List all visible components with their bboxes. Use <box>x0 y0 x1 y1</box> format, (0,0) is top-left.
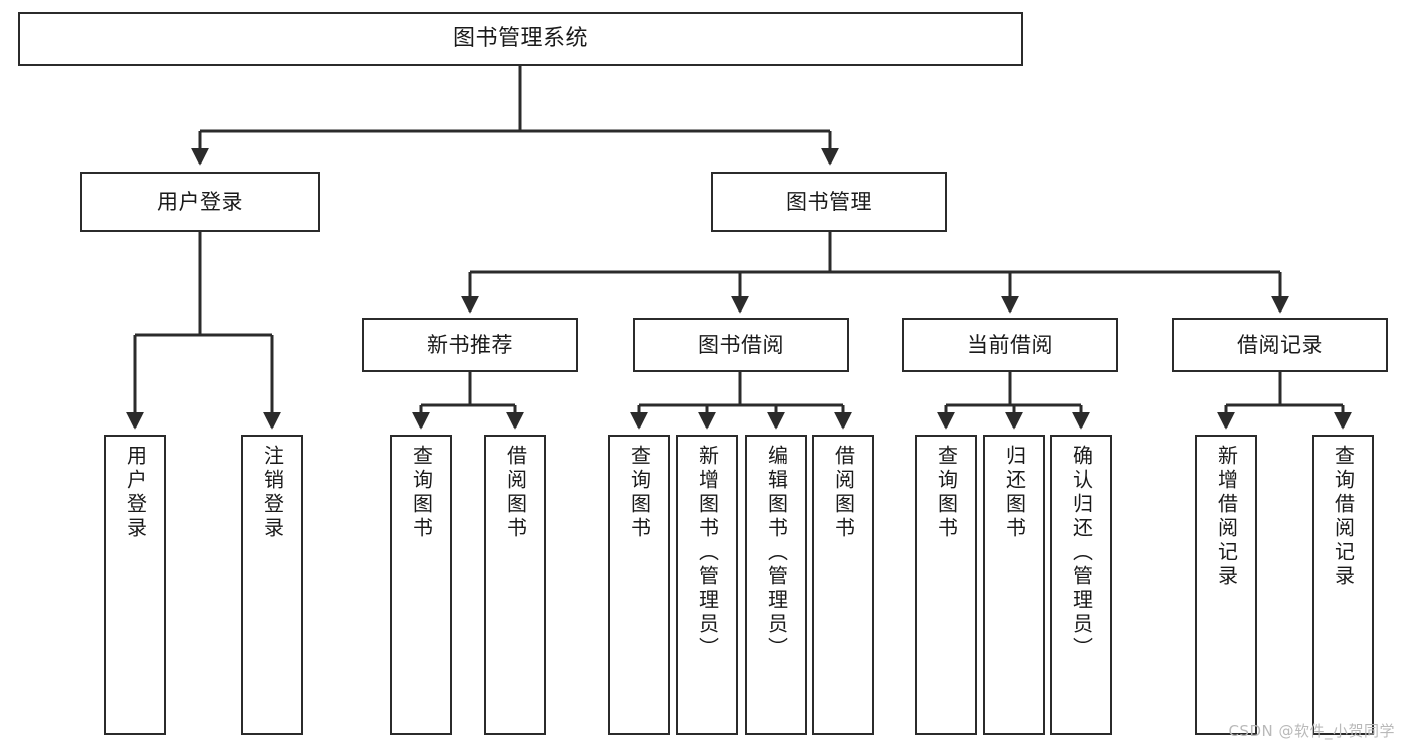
leaf-borrow-add-book-admin[interactable]: 新增图书（管理员） <box>676 435 738 735</box>
leaf-borrow-edit-book-admin[interactable]: 编辑图书（管理员） <box>745 435 807 735</box>
leaf-recommend-query-book[interactable]: 查询图书 <box>390 435 452 735</box>
leaf-user-login-login[interactable]: 用户登录 <box>104 435 166 735</box>
node-label: 查询图书 <box>409 445 434 541</box>
node-book-management[interactable]: 图书管理 <box>711 172 947 232</box>
node-label: 借阅图书 <box>503 445 528 541</box>
node-label: 归还图书 <box>1002 445 1027 541</box>
leaf-current-query-book[interactable]: 查询图书 <box>915 435 977 735</box>
node-label: 借阅记录 <box>1237 332 1323 357</box>
leaf-record-add-record[interactable]: 新增借阅记录 <box>1195 435 1257 735</box>
leaf-user-login-logout[interactable]: 注销登录 <box>241 435 303 735</box>
node-label: 用户登录 <box>157 189 243 214</box>
node-label: 新增借阅记录 <box>1214 445 1239 589</box>
node-current-borrow[interactable]: 当前借阅 <box>902 318 1118 372</box>
leaf-current-confirm-return-admin[interactable]: 确认归还（管理员） <box>1050 435 1112 735</box>
node-label: 当前借阅 <box>967 332 1053 357</box>
node-label: 查询图书 <box>627 445 652 541</box>
node-label: 图书借阅 <box>698 332 784 357</box>
node-label: 用户登录 <box>123 445 148 541</box>
leaf-borrow-borrow-book[interactable]: 借阅图书 <box>812 435 874 735</box>
node-label: 图书管理系统 <box>452 26 588 52</box>
node-label: 查询借阅记录 <box>1331 445 1356 589</box>
csdn-watermark: CSDN @软件_小贺同学 <box>1228 722 1395 740</box>
node-label: 新书推荐 <box>427 332 513 357</box>
node-label: 查询图书 <box>934 445 959 541</box>
node-label: 图书管理 <box>786 189 872 214</box>
leaf-recommend-borrow-book[interactable]: 借阅图书 <box>484 435 546 735</box>
node-label: 确认归还（管理员） <box>1069 445 1094 661</box>
node-book-borrow[interactable]: 图书借阅 <box>633 318 849 372</box>
node-root-library-system[interactable]: 图书管理系统 <box>18 12 1023 66</box>
node-new-book-recommend[interactable]: 新书推荐 <box>362 318 578 372</box>
node-label: 借阅图书 <box>831 445 856 541</box>
leaf-record-query-record[interactable]: 查询借阅记录 <box>1312 435 1374 735</box>
node-user-login[interactable]: 用户登录 <box>80 172 320 232</box>
node-borrow-record[interactable]: 借阅记录 <box>1172 318 1388 372</box>
node-label: 编辑图书（管理员） <box>764 445 789 661</box>
node-label: 新增图书（管理员） <box>695 445 720 661</box>
leaf-borrow-query-book[interactable]: 查询图书 <box>608 435 670 735</box>
leaf-current-return-book[interactable]: 归还图书 <box>983 435 1045 735</box>
node-label: 注销登录 <box>260 445 285 541</box>
